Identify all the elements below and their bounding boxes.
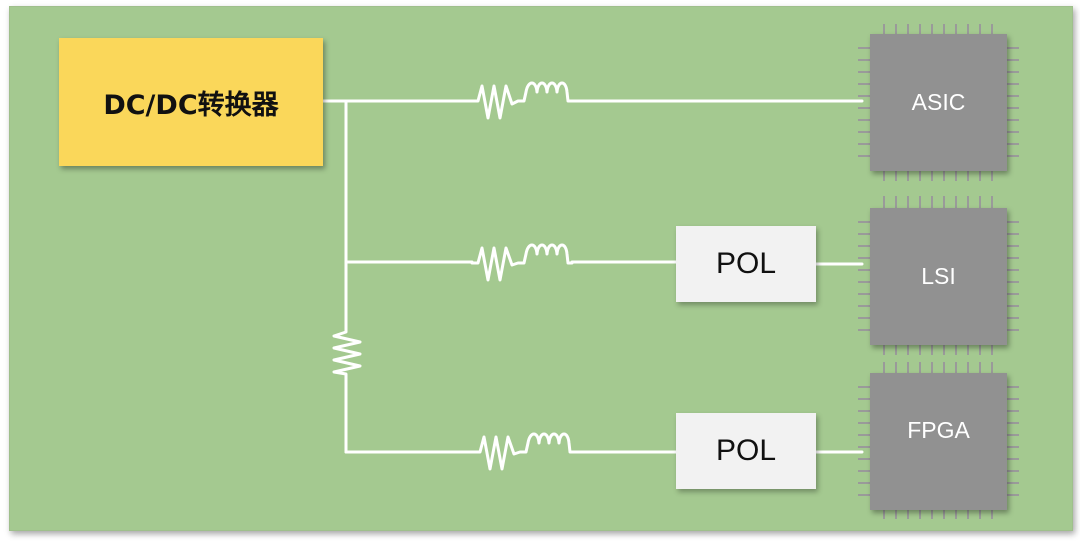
- resistor-lsi: [470, 243, 574, 282]
- resistor-fpga: [472, 432, 578, 471]
- chip-lsi: LSI: [870, 208, 1007, 345]
- chip-asic: ASIC: [870, 34, 1007, 171]
- lsi-pins: [858, 196, 1019, 355]
- asic-pins: [858, 24, 1019, 181]
- chip-label: FPGA: [907, 417, 970, 443]
- chip-label: ASIC: [911, 89, 966, 115]
- chip-fpga: FPGA: [870, 373, 1007, 510]
- resistor-bus: [332, 325, 362, 379]
- chip-pins: [858, 24, 1019, 519]
- pol-label: POL: [715, 247, 777, 280]
- pol-block-fpga: POL: [676, 413, 816, 489]
- wire-lsi: [344, 260, 864, 266]
- dcdc-converter-label: DC/DC转换器: [103, 89, 279, 121]
- dcdc-converter-block: DC/DC转换器: [59, 38, 323, 166]
- fpga-pins: [858, 362, 1019, 519]
- pol-label: POL: [715, 434, 777, 467]
- pol-block-lsi: POL: [676, 226, 816, 302]
- chip-label: LSI: [921, 263, 956, 289]
- resistor-asic: [470, 81, 574, 120]
